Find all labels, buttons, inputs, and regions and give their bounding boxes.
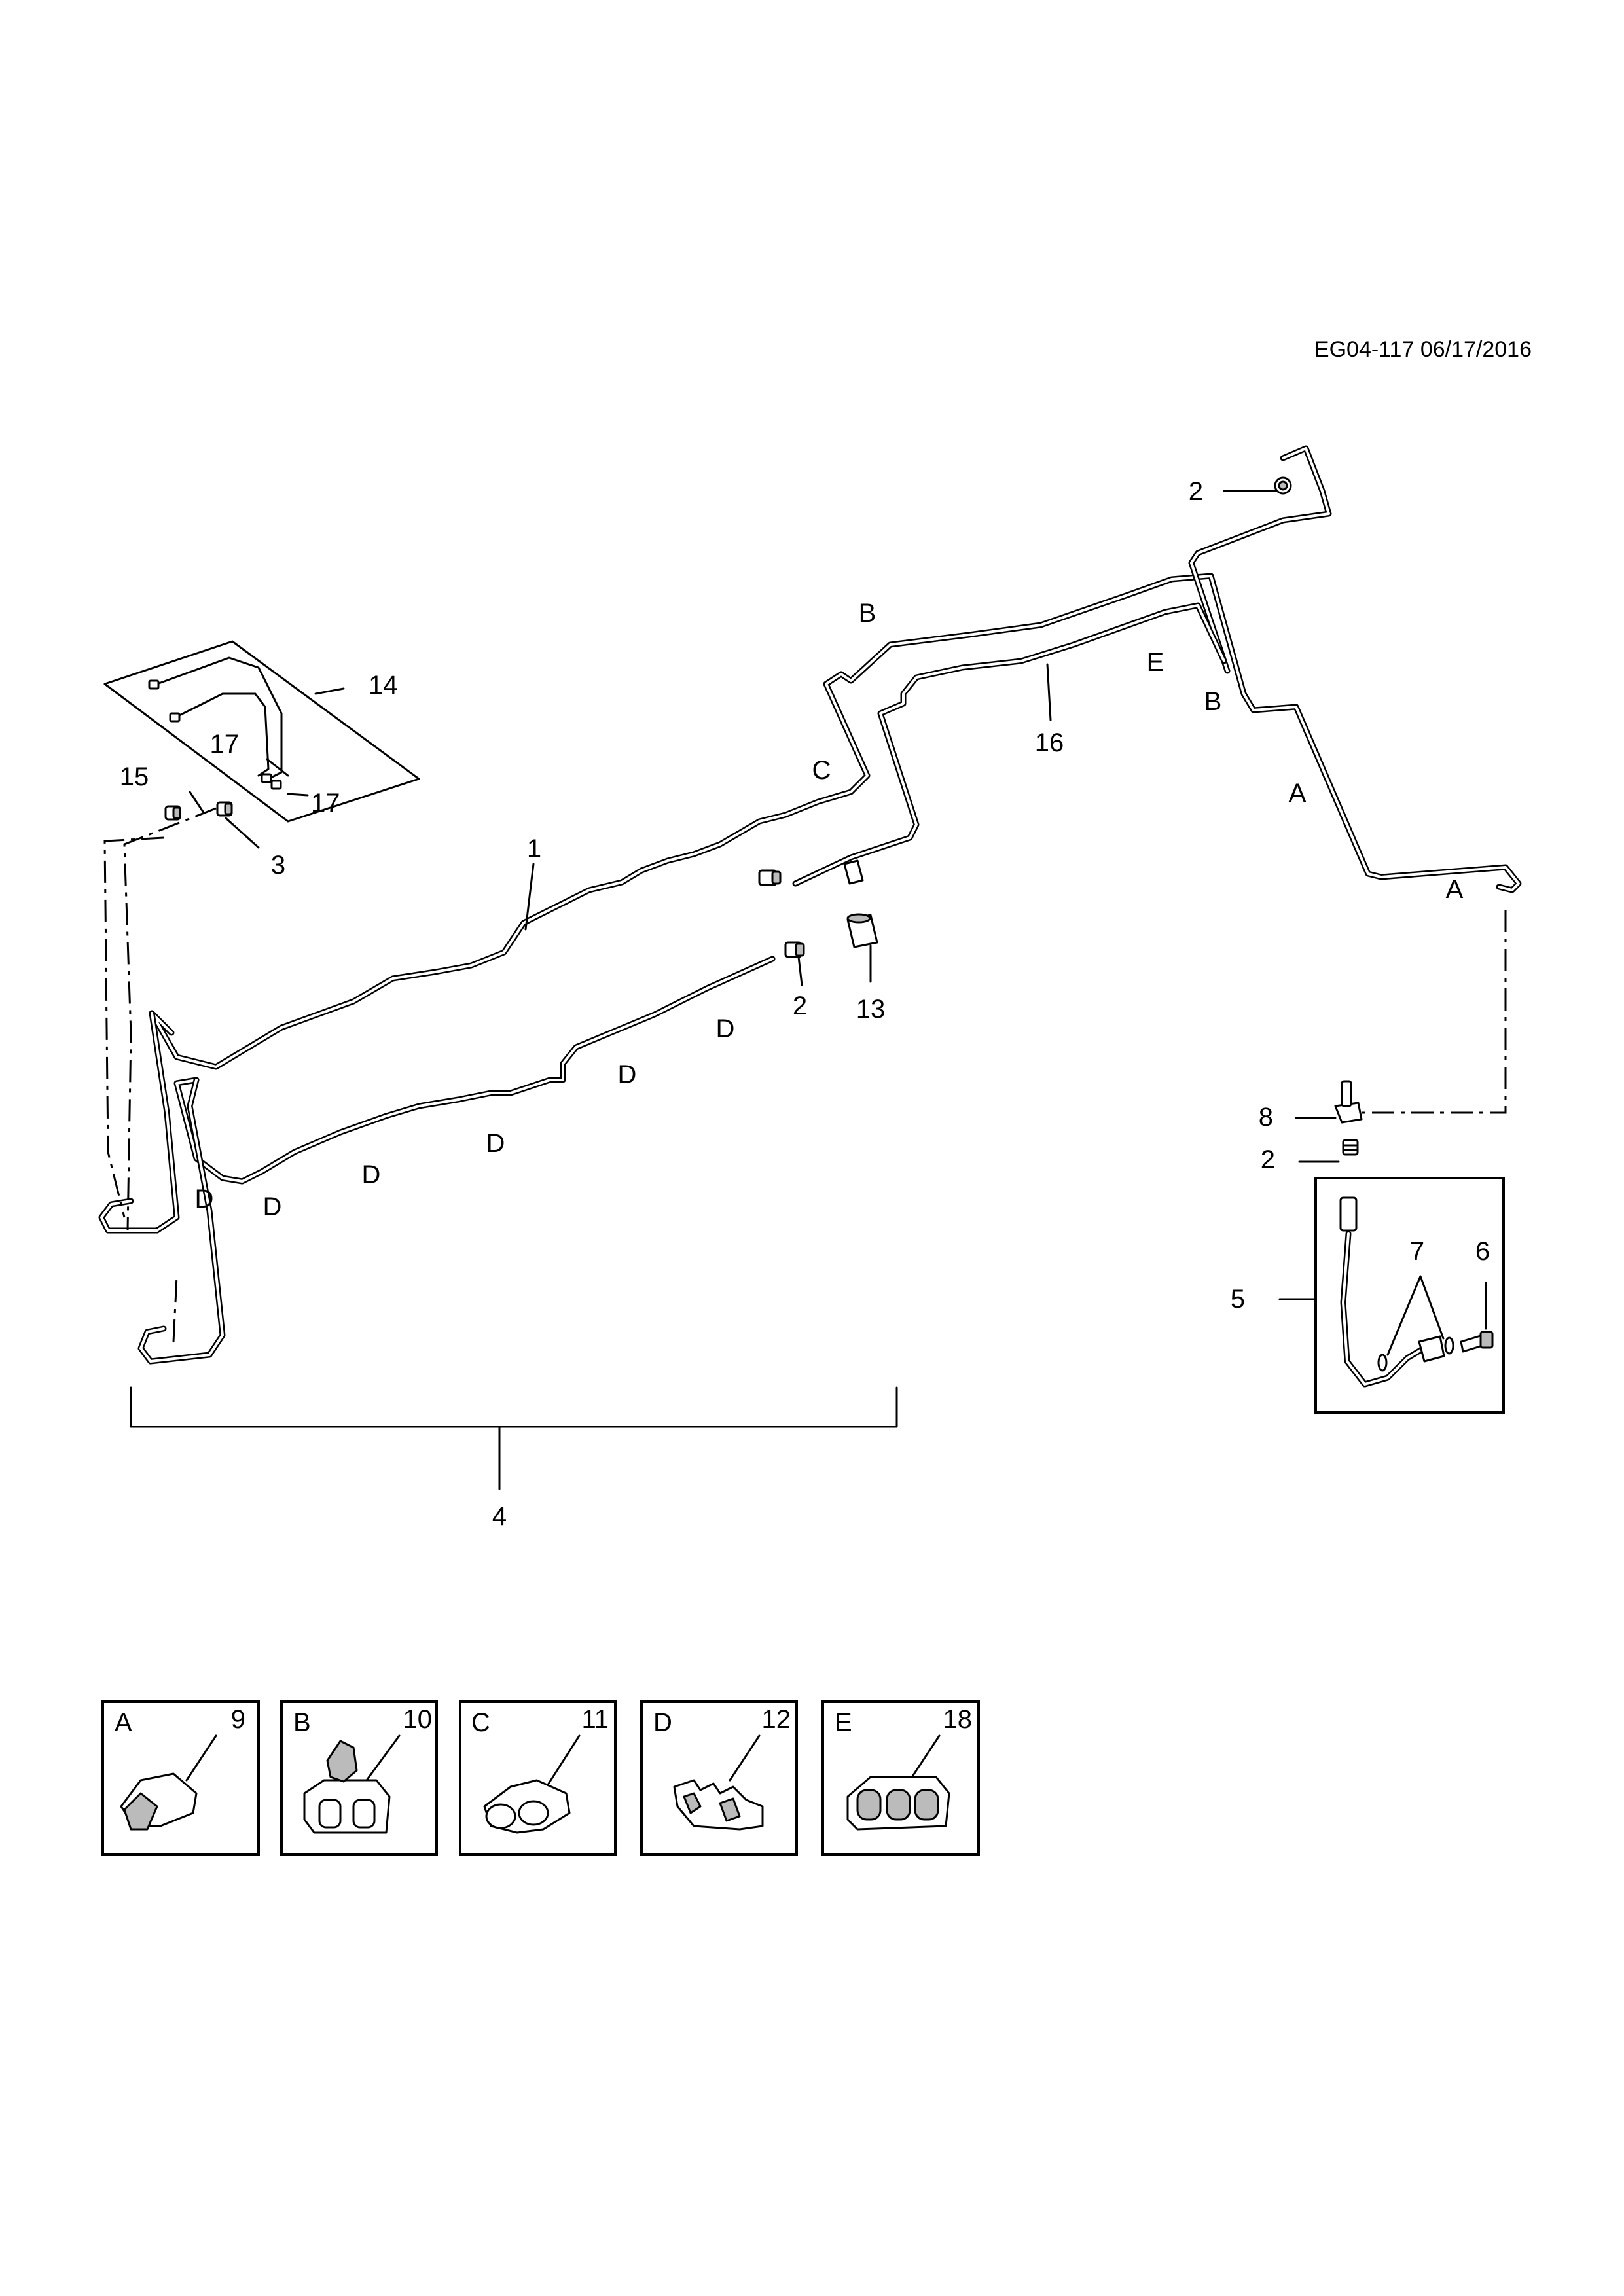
callout-13: 13 [856, 995, 886, 1024]
callout-14: 14 [369, 671, 398, 700]
clip-letter-d-3: D [486, 1129, 505, 1158]
rear-brake-pipe-d [173, 956, 776, 1185]
brake-hose-5-inset [1314, 1177, 1505, 1414]
connector-sleeve-upper [843, 859, 864, 885]
tube-nut-fitting [758, 869, 782, 886]
callout-7: 7 [1410, 1237, 1424, 1266]
clip-letter-d-2: D [618, 1060, 637, 1089]
clip-letter-a-2: A [1446, 875, 1464, 904]
connector-sleeve-13 [846, 913, 878, 948]
callout-numbers: 2 14 17 17 15 3 1 16 2 13 8 2 5 7 6 4 [120, 477, 1490, 1531]
callout-2-right: 2 [1261, 1145, 1275, 1174]
fitting-15 [164, 805, 181, 821]
washer-7 [1377, 1336, 1454, 1372]
callout-1: 1 [527, 834, 541, 863]
callout-2-top: 2 [1189, 477, 1203, 506]
pipe-set-14-inset [103, 640, 420, 823]
callout-17-lower: 17 [311, 789, 340, 817]
callout-2-mid: 2 [793, 992, 807, 1020]
clip-letter-b-2: B [1204, 687, 1222, 716]
phantom-route-lines [103, 807, 1507, 1342]
clip-letter-a-1: A [1289, 779, 1307, 808]
tube-nut-2-top [1274, 476, 1292, 495]
callout-4: 4 [492, 1502, 507, 1531]
clip-letter-b-1: B [859, 599, 876, 628]
document-code: EG04-117 06/17/2016 [1314, 337, 1532, 362]
left-rear-pipe-loops [98, 1010, 226, 1365]
callout-6: 6 [1475, 1237, 1490, 1266]
leader-lines [130, 490, 1487, 1490]
tube-nut-2-centre [784, 941, 805, 958]
clip-legend-b: B 10 [280, 1700, 438, 1856]
clip-letter-e: E [1147, 648, 1164, 677]
clip-letter-d-5: D [195, 1185, 214, 1213]
legend-c-number: 11 [581, 1705, 609, 1734]
clip-letter-d-4: D [362, 1160, 381, 1189]
callout-16: 16 [1035, 728, 1064, 757]
clip-legend-a: A 9 [101, 1700, 260, 1856]
legend-e-letter: E [835, 1708, 852, 1737]
fitting-8 [1334, 1080, 1363, 1124]
callout-3: 3 [271, 851, 285, 880]
callout-15: 15 [120, 762, 149, 791]
clip-legend-e: E 18 [821, 1700, 980, 1856]
callout-5: 5 [1231, 1285, 1245, 1314]
legend-e-number: 18 [943, 1705, 973, 1734]
legend-a-letter: A [115, 1708, 132, 1737]
brake-pipe-16 [792, 602, 1227, 887]
front-right-pipe-branch [1188, 445, 1332, 674]
legend-d-number: 12 [762, 1705, 791, 1734]
tube-nut-3 [216, 801, 233, 817]
legend-c-letter: C [471, 1708, 490, 1737]
brake-pipe-1 [149, 573, 1522, 1070]
tube-nut-2-right [1342, 1139, 1359, 1156]
clip-letter-d-1: D [716, 1014, 735, 1043]
clip-letter-c: C [812, 756, 831, 785]
clip-letter-d-6: D [263, 1193, 282, 1221]
clip-legend-c: C 11 [459, 1700, 617, 1856]
clip-location-letters: B E B C A A D D D D D D D [195, 599, 1464, 1221]
bolt-6 [1460, 1331, 1494, 1353]
legend-b-letter: B [293, 1708, 311, 1737]
legend-a-number: 9 [231, 1705, 245, 1734]
legend-d-letter: D [653, 1708, 672, 1737]
callout-8: 8 [1259, 1103, 1273, 1132]
legend-b-number: 10 [403, 1705, 433, 1734]
clip-legend-d: D 12 [640, 1700, 798, 1856]
callout-17-upper: 17 [210, 730, 240, 759]
